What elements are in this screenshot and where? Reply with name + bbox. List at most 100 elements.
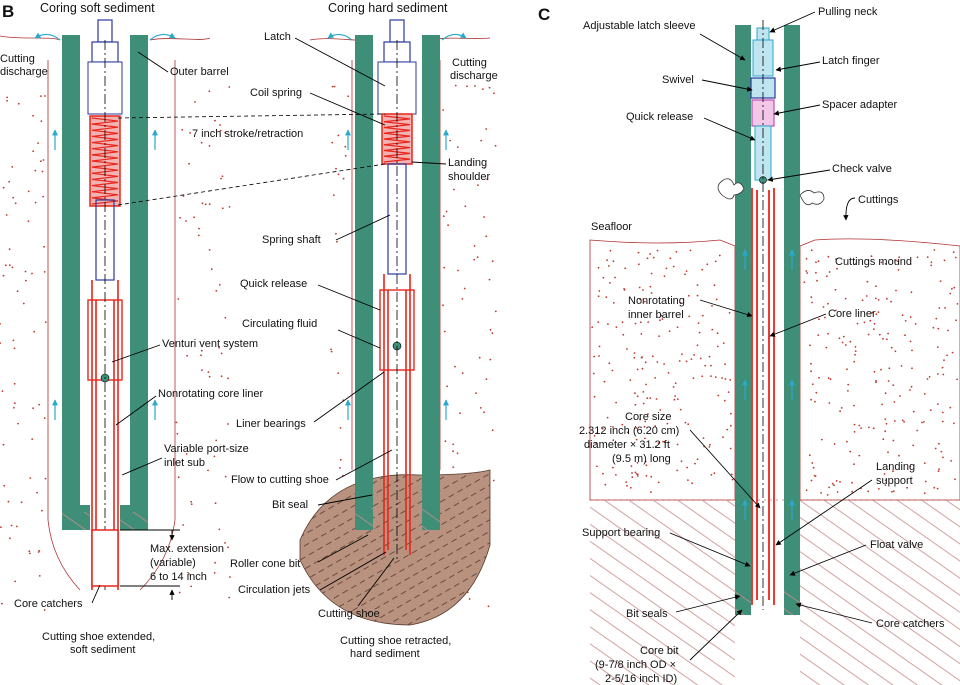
sediment-dot <box>8 180 11 183</box>
sediment-dot <box>494 144 497 147</box>
sediment-dot <box>186 354 189 357</box>
sediment-dot <box>636 461 639 464</box>
sediment-dot <box>639 418 641 421</box>
sediment-dot <box>27 220 30 223</box>
sediment-dot <box>956 303 959 305</box>
tool-hard <box>327 19 467 560</box>
sediment-dot <box>727 391 730 393</box>
sediment-dot <box>887 451 889 454</box>
label-spring-shaft: Spring shaft <box>262 234 321 246</box>
sediment-dot <box>629 379 632 381</box>
sediment-dot <box>11 266 14 269</box>
sediment-dot <box>811 383 814 386</box>
sediment-dot <box>443 266 446 269</box>
sediment-dot <box>885 422 888 425</box>
sediment-dot <box>951 351 954 354</box>
sediment-dot <box>650 272 653 275</box>
sediment-dot <box>654 425 657 427</box>
spring-coil <box>383 144 411 152</box>
sediment-dot <box>335 167 337 170</box>
sediment-dot <box>607 265 610 267</box>
sediment-dot <box>726 428 729 431</box>
sediment-dot <box>612 439 615 442</box>
label-latch-finger: Latch finger <box>822 55 880 67</box>
sediment-dot <box>713 472 716 475</box>
sediment-dot <box>873 322 876 325</box>
label-latch: Latch <box>264 31 291 43</box>
sediment-dot <box>714 260 717 263</box>
sediment-dot <box>904 334 906 337</box>
sediment-dot <box>608 362 611 365</box>
outer-barrel-right-wall <box>130 35 148 520</box>
sediment-dot <box>687 479 689 481</box>
label-landing-shoulder-2: shoulder <box>448 171 491 183</box>
sediment-dot <box>818 376 820 379</box>
label-core-bit-3: 2-5/16 inch ID) <box>605 673 677 685</box>
sediment-dot <box>649 253 651 255</box>
sediment-dot <box>481 88 484 90</box>
sediment-dot <box>647 413 649 415</box>
sediment-dot <box>936 346 939 348</box>
sediment-dot <box>625 481 628 483</box>
sediment-dot <box>2 186 5 189</box>
label-circulating-fluid: Circulating fluid <box>242 318 317 330</box>
sediment-dot <box>598 290 601 292</box>
sediment-dot <box>956 378 958 381</box>
sediment-dot <box>479 407 482 409</box>
sediment-dot <box>854 263 857 265</box>
sediment-dot <box>634 471 637 474</box>
sediment-dot <box>468 598 471 600</box>
core-liner-c <box>751 188 775 605</box>
borehole-outline-left <box>0 35 211 591</box>
sediment-dot <box>476 256 479 259</box>
sediment-dot <box>219 129 222 132</box>
sediment-dot <box>833 484 835 487</box>
sediment-dot <box>36 491 38 494</box>
sediment-dot <box>646 397 649 400</box>
sediment-dot <box>595 442 598 445</box>
sediment-dot <box>955 319 957 322</box>
sediment-dot <box>835 309 837 312</box>
sediment-dot <box>865 295 868 297</box>
sediment-dot <box>188 573 190 575</box>
sediment-dot <box>16 290 19 293</box>
sediment-dot <box>930 264 933 267</box>
stroke-top-dash <box>117 113 386 119</box>
sediment-dot <box>692 377 695 379</box>
sediment-dot <box>477 184 479 187</box>
sediment-dot <box>659 409 662 411</box>
label-core-catchers-c: Core catchers <box>876 618 945 630</box>
sediment-dot <box>224 131 227 134</box>
sediment-dot <box>826 275 828 278</box>
outer-barrel-c-left <box>735 25 751 615</box>
caption-left-1: Cutting shoe extended, <box>42 631 155 643</box>
sediment-dot <box>881 403 883 406</box>
sediment-dot <box>443 330 446 333</box>
cutting-discharge-right-1: Cutting <box>452 57 487 69</box>
sediment-dot <box>639 298 641 300</box>
sediment-dot <box>710 473 713 476</box>
sediment-dot <box>676 443 679 446</box>
sediment-dot <box>483 216 485 218</box>
sediment-dot <box>342 177 345 180</box>
sediment-dot <box>612 426 614 428</box>
sediment-dot <box>607 323 609 325</box>
sediment-dot <box>883 473 886 475</box>
sediment-dot <box>828 486 830 489</box>
sediment-dot <box>633 352 636 354</box>
label-core-liner-c: Core liner <box>828 308 876 320</box>
sediment-dot <box>882 438 885 441</box>
sediment-dot <box>469 164 472 166</box>
sediment-dot <box>829 378 832 381</box>
sediment-dot <box>593 434 596 437</box>
sediment-dot <box>221 207 224 210</box>
sediment-dot <box>954 256 957 259</box>
sediment-dot <box>708 355 711 358</box>
sediment-dot <box>696 344 699 347</box>
sediment-dot <box>8 264 11 267</box>
sediment-dot <box>657 442 660 445</box>
label-roller-cone: Roller cone bit <box>230 558 300 570</box>
sediment-dot <box>331 85 334 88</box>
sediment-dot <box>810 362 812 365</box>
sediment-dot <box>704 364 707 367</box>
